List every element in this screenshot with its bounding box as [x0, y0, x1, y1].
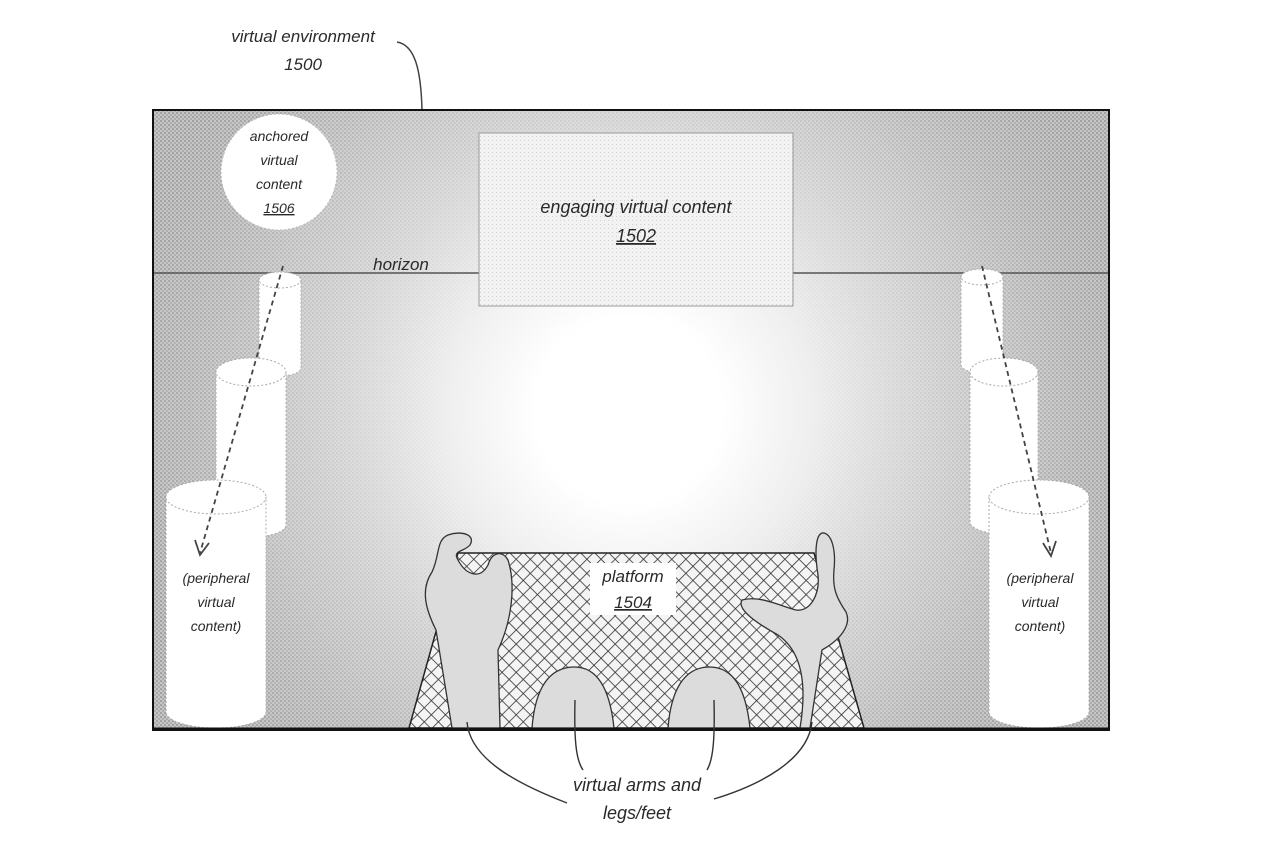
- arrowhead-left: [194, 539, 210, 557]
- peripheral-left-line-3: content): [191, 618, 242, 634]
- horizon-label: horizon: [373, 255, 429, 274]
- motion-arrow-right: [981, 265, 1052, 554]
- anchored-line-1: anchored: [250, 128, 310, 144]
- anchored-line-2: virtual: [260, 152, 298, 168]
- platform-label-box: [590, 563, 676, 615]
- cylinder-left-near: [165, 479, 267, 729]
- peripheral-left-cylinders: (peripheral virtual content): [165, 265, 302, 729]
- platform-label: platform: [601, 567, 663, 586]
- left-arm: [424, 532, 513, 729]
- anchored-content: anchored virtual content 1506: [220, 113, 338, 231]
- engaging-ref: 1502: [616, 226, 656, 246]
- limbs-leader-lines: [466, 699, 813, 804]
- arrowhead-right: [1042, 540, 1057, 559]
- platform: platform 1504: [408, 552, 865, 729]
- cylinder-right-far: [960, 268, 1004, 374]
- peripheral-right-line-1: (peripheral: [1007, 570, 1075, 586]
- light-source: [539, 325, 719, 505]
- limbs-caption-line-1: virtual arms and: [573, 775, 702, 795]
- limbs-caption-line-2: legs/feet: [603, 803, 672, 823]
- environment-label: virtual environment: [231, 27, 376, 46]
- peripheral-right-line-3: content): [1015, 618, 1066, 634]
- peripheral-right-cylinders: (peripheral virtual content): [960, 265, 1090, 729]
- motion-arrow-left: [199, 265, 284, 554]
- right-arm: [740, 532, 849, 729]
- left-leg: [531, 666, 615, 729]
- peripheral-left-line-2: virtual: [197, 594, 235, 610]
- engaging-content-panel: engaging virtual content 1502: [478, 132, 794, 307]
- peripheral-left-line-1: (peripheral: [183, 570, 251, 586]
- engaging-label: engaging virtual content: [540, 197, 732, 217]
- peripheral-right-line-2: virtual: [1021, 594, 1059, 610]
- environment-leader-line: [396, 41, 423, 111]
- anchored-ref: 1506: [263, 200, 294, 216]
- platform-ref: 1504: [614, 593, 652, 612]
- anchored-line-3: content: [256, 176, 303, 192]
- environment-ref: 1500: [284, 55, 322, 74]
- virtual-limbs: [424, 532, 849, 729]
- right-leg: [667, 666, 751, 729]
